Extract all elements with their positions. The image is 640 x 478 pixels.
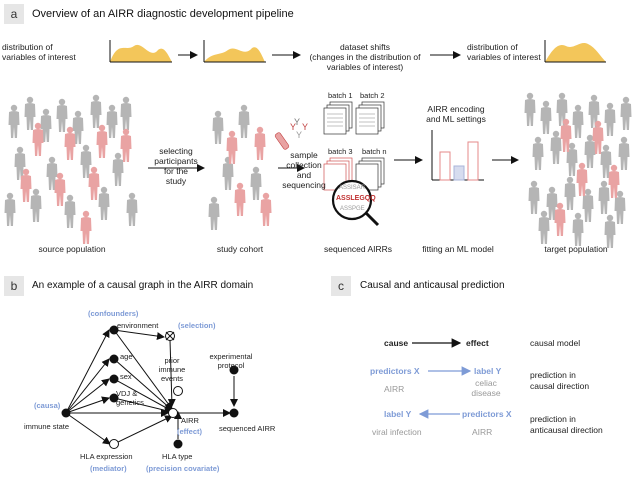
airr-anticausal: AIRR: [472, 427, 493, 437]
sequenced-airr-label: sequenced AIRR: [219, 424, 276, 433]
prior-immune-label: prior immune events: [158, 356, 186, 383]
svg-text:Y: Y: [296, 130, 302, 140]
sex-label: sex: [120, 372, 132, 381]
seq-line-1: ASSISAR: [339, 185, 366, 191]
batch-1-label: batch 1: [328, 91, 353, 100]
panel-a-title: Overview of an AIRR diagnostic developme…: [32, 8, 294, 20]
dist-left-text: distribution of variables of interest: [2, 42, 76, 62]
distribution-plot-cohort: [203, 40, 266, 63]
hla-expression-label: HLA expression: [80, 452, 133, 461]
age-label: age: [120, 352, 133, 361]
distribution-plot-left: [109, 40, 172, 63]
vdj-label: VDJ & genetics: [116, 389, 144, 407]
effect-label: (effect): [177, 427, 203, 436]
cause-label: cause: [384, 338, 409, 348]
confounders-label: (confounders): [88, 309, 139, 318]
batch-documents: [323, 101, 385, 191]
panel-b-title: An example of a causal graph in the AIRR…: [32, 280, 254, 291]
svg-text:Y: Y: [294, 117, 300, 127]
sample-tube-icon: Y Y Y Y: [274, 117, 308, 150]
step-sample-label: sample collection and sequencing: [282, 150, 326, 190]
panel-c-title: Causal and anticausal prediction: [360, 280, 505, 291]
dist-label-right: distribution of variables of interest: [467, 42, 541, 62]
predictors-x-causal: predictors X: [370, 366, 420, 376]
label-fitting-ml-model: fitting an ML model: [422, 244, 494, 254]
label-sequenced-airrs: sequenced AIRRs: [323, 244, 393, 254]
celiac-disease: celiac disease: [471, 378, 501, 398]
selection-label: (selection): [178, 321, 216, 330]
svg-text:Y: Y: [302, 122, 308, 132]
airr-node-label: AIRR: [181, 416, 199, 425]
causal-model-label: causal model: [530, 338, 581, 348]
airr-encoding-label: AIRR encoding and ML settings: [426, 104, 486, 124]
magnifier-icon: [331, 179, 380, 227]
predictors-x-anticausal: predictors X: [462, 409, 512, 419]
mediator-label: (mediator): [90, 464, 127, 473]
label-y-causal: label Y: [474, 366, 502, 376]
step-selecting-label: selecting participants for the study: [154, 146, 198, 186]
label-study-cohort: study cohort: [216, 244, 264, 254]
batch-3-label: batch 3: [328, 147, 353, 156]
dataset-shifts-label: dataset shifts (changes in the distribut…: [309, 42, 421, 72]
label-y-anticausal: label Y: [384, 409, 412, 419]
panel-b-letter: b: [4, 276, 24, 296]
seq-line-2: ASSLEGQQ: [336, 195, 376, 202]
panel-c-letter: c: [331, 276, 351, 296]
immune-state-label: immune state: [24, 422, 70, 431]
svg-text:Y: Y: [290, 122, 296, 132]
ml-bar-chart-icon: [431, 130, 484, 181]
graph-nodes: [61, 325, 239, 449]
batch-2-label: batch 2: [360, 91, 385, 100]
experimental-protocol-label: experimental protocol: [209, 352, 253, 370]
distribution-plot-right: [544, 40, 606, 63]
causa-label: (causa): [34, 401, 61, 410]
environment-label: environment: [117, 321, 159, 330]
hla-type-label: HLA type: [162, 452, 193, 461]
prediction-anticausal-label: prediction in anticausal direction: [530, 414, 603, 435]
seq-line-3: ASSPGE: [340, 206, 365, 212]
panel-a-letter: a: [4, 4, 24, 24]
dist-label-left: distribution of variables of interest: [2, 42, 76, 62]
precision-covariate-label: (precision covariate): [146, 464, 220, 473]
label-target-population: target population: [544, 244, 608, 254]
batch-n-label: batch n: [362, 147, 387, 156]
prediction-causal-label: prediction in causal direction: [530, 370, 590, 391]
viral-infection: viral infection: [372, 427, 422, 437]
airr-causal: AIRR: [384, 384, 405, 394]
effect-c-label: effect: [466, 338, 489, 348]
label-source-population: source population: [38, 244, 106, 254]
